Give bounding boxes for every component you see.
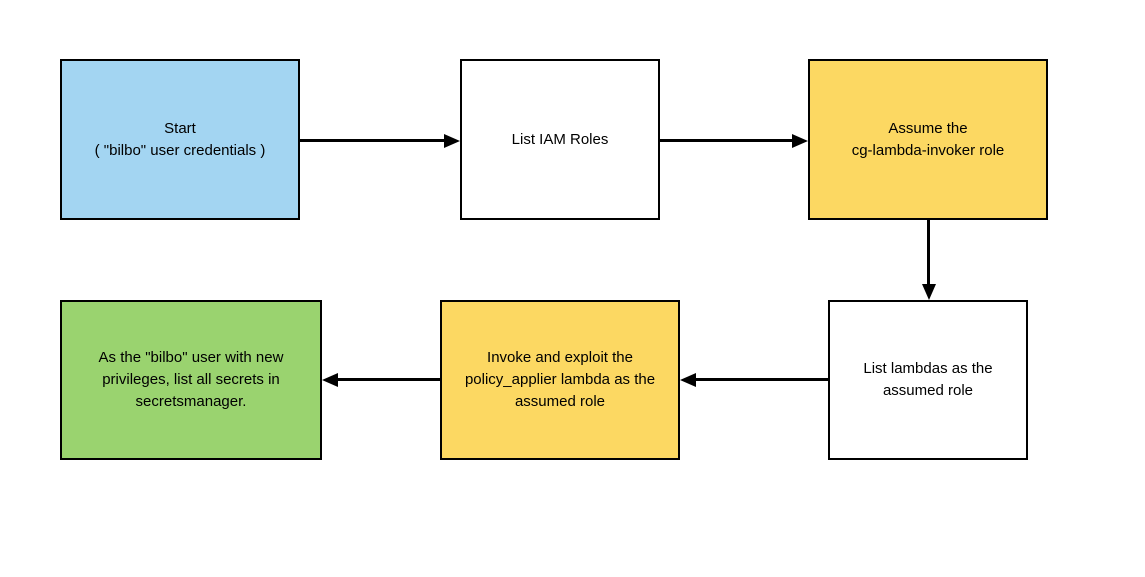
- arrow-invoke-lambda-to-list-secrets: [338, 378, 440, 381]
- arrow-assume-role-to-list-lambdas: [927, 220, 930, 284]
- node-invoke-lambda: Invoke and exploit the policy_applier la…: [440, 300, 680, 460]
- arrow-start-to-list-iam-roles: [300, 139, 444, 142]
- node-assume-role: Assume the cg-lambda-invoker role: [808, 59, 1048, 220]
- node-list-iam-roles-label: List IAM Roles: [511, 130, 609, 148]
- node-assume-role-label: Assume the cg-lambda-invoker role: [851, 119, 1005, 159]
- node-invoke-lambda-label: Invoke and exploit the policy_applier la…: [464, 349, 656, 410]
- node-list-lambdas: List lambdas as the assumed role: [828, 300, 1028, 460]
- node-list-lambdas-label: List lambdas as the assumed role: [863, 360, 993, 399]
- node-list-secrets-label: As the "bilbo" user with new privileges,…: [98, 349, 284, 410]
- node-start: Start ( "bilbo" user credentials ): [60, 59, 300, 220]
- node-list-secrets: As the "bilbo" user with new privileges,…: [60, 300, 322, 460]
- node-start-label: Start ( "bilbo" user credentials ): [94, 119, 266, 159]
- arrow-list-lambdas-to-invoke-lambda: [696, 378, 828, 381]
- node-list-iam-roles: List IAM Roles: [460, 59, 660, 220]
- arrow-list-iam-roles-to-assume-role: [660, 139, 792, 142]
